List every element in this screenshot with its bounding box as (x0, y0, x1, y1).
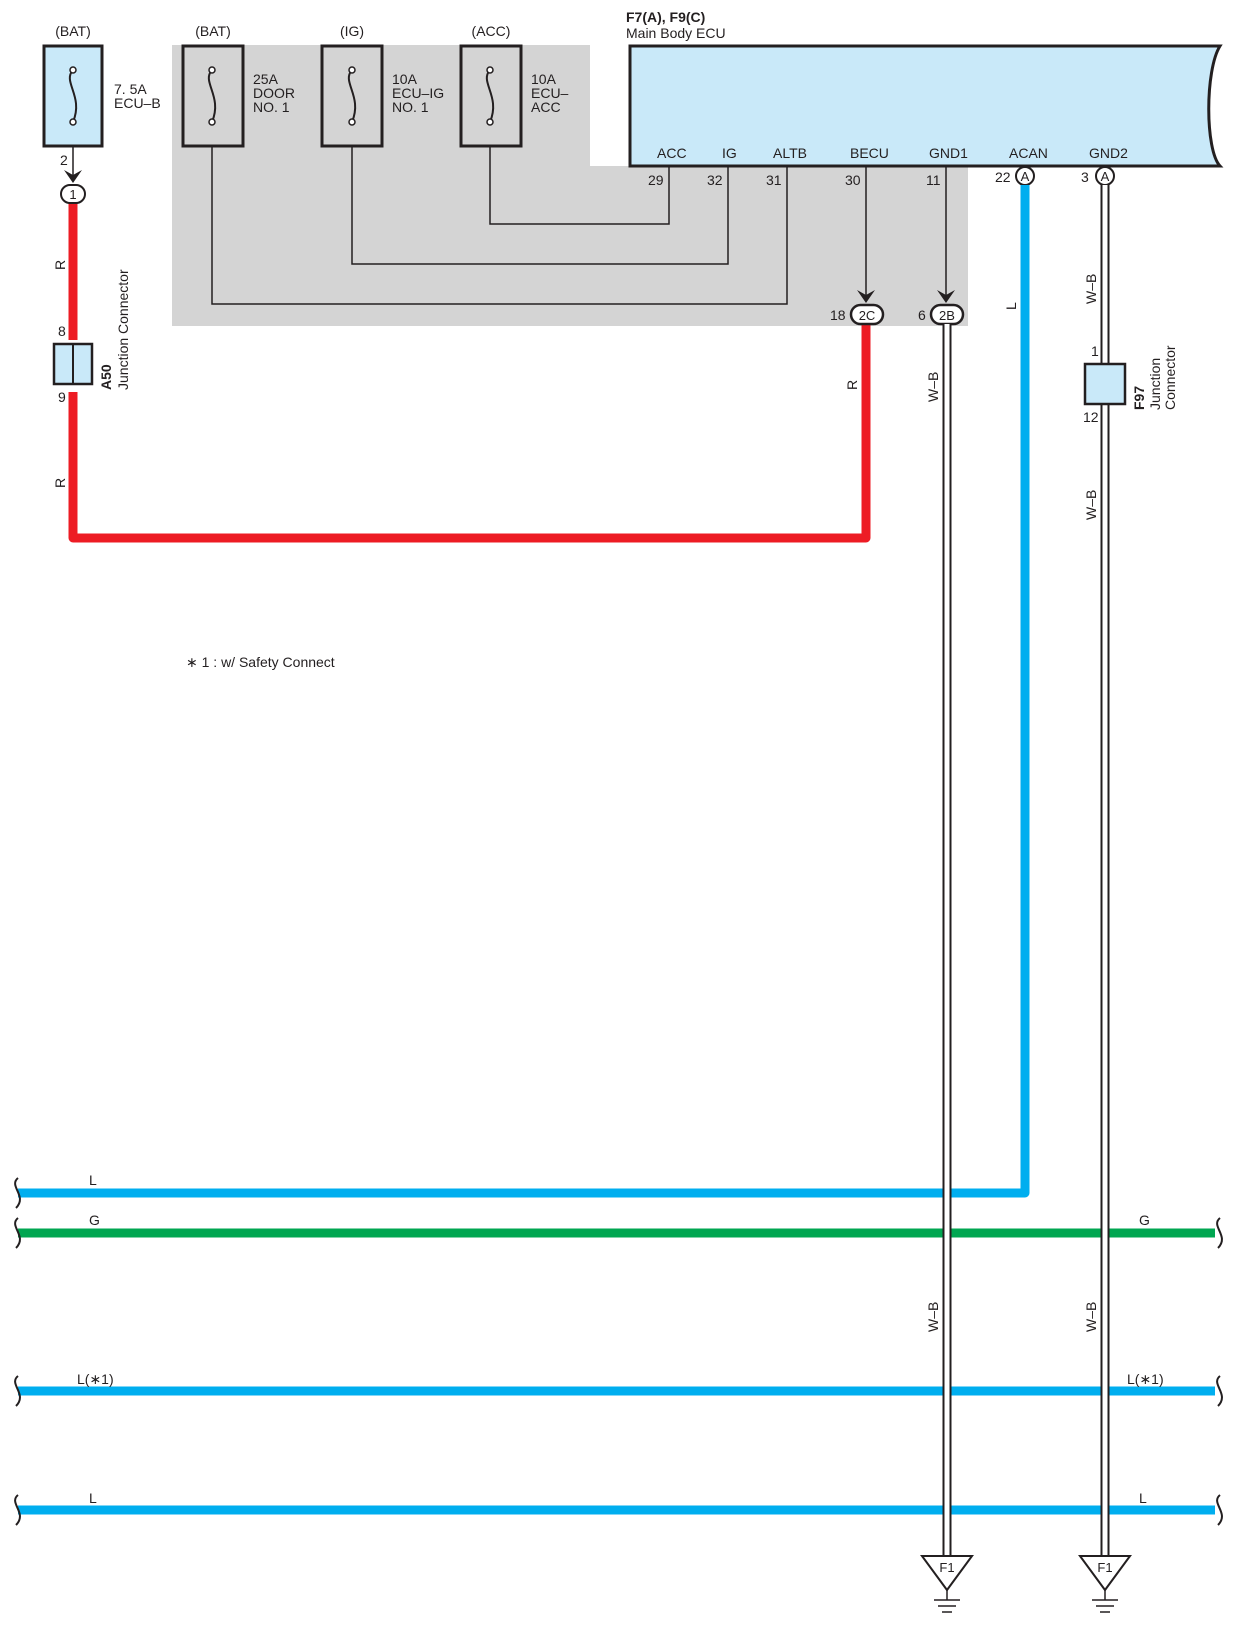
fuse-ecu-acc: (ACC) 10A ECU– ACC (459, 23, 569, 148)
wire-label: L (1139, 1490, 1147, 1506)
ecu-header-code: F7(A), F9(C) (626, 9, 705, 25)
fuse-door-no1: (BAT) 25A DOOR NO. 1 (181, 23, 295, 148)
connector-pin: 18 (830, 307, 846, 323)
footnote: ∗ 1 : w/ Safety Connect (186, 654, 335, 670)
wire-label: W–B (1083, 490, 1099, 520)
ecu-pin-name: ALTB (773, 145, 807, 161)
wire-label: L (89, 1490, 97, 1506)
wire-label: G (1139, 1212, 1150, 1228)
connector-pin: 8 (58, 323, 66, 339)
ground-f1-right: F1 (1078, 1555, 1132, 1613)
ecu-pin-number: 31 (766, 172, 782, 188)
connector-tag-gnd2: A (1101, 169, 1110, 184)
fuse-name: NO. 1 (392, 99, 429, 115)
wire-red-r: R R R (52, 202, 871, 543)
fuse-name: ACC (531, 99, 561, 115)
ecu-pin-name: GND1 (929, 145, 968, 161)
fuse-source: (BAT) (55, 23, 91, 39)
wire-label: R (844, 380, 860, 390)
connector-pin: 9 (58, 389, 66, 405)
ecu-pin-name: GND2 (1089, 145, 1128, 161)
ecu-pin-name: BECU (850, 145, 889, 161)
connector-tag-acan: A (1021, 169, 1030, 184)
ecu-pin-number: 22 (995, 169, 1011, 185)
fuse-rating: 10A (392, 71, 418, 87)
fuse-ecu-b: (BAT) 7. 5A ECU–B 2 (42, 23, 161, 168)
fuse-rating: 10A (531, 71, 557, 87)
junction-connector-a50: 8 9 A50 Junction Connector (52, 269, 131, 405)
fuse-rating: 25A (253, 71, 279, 87)
ground-label: F1 (939, 1560, 954, 1575)
fuse-pin: 2 (60, 152, 68, 168)
ecu-pin-number: 32 (707, 172, 723, 188)
wire-label: G (89, 1212, 100, 1228)
wire-label: L (1003, 302, 1019, 310)
connector-pin: 1 (1091, 343, 1099, 359)
main-body-ecu: F7(A), F9(C) Main Body ECU ACC IG ALTB B… (626, 9, 1224, 188)
ecu-pin-number: 30 (845, 172, 861, 188)
ecu-pin-name: ACAN (1009, 145, 1048, 161)
wire-label: W–B (925, 372, 941, 402)
fuse-name: NO. 1 (253, 99, 290, 115)
fuse-name: DOOR (253, 85, 295, 101)
connector-pin: 6 (918, 307, 926, 323)
connector-name: Junction Connector (115, 269, 131, 390)
fuse-source: (ACC) (472, 23, 511, 39)
connector-pin: 12 (1083, 409, 1099, 425)
bus-lines: L L G G L(∗1) L(∗1) L L (14, 185, 1223, 1526)
wire-label: R (52, 260, 68, 270)
wire-wb-gnd1: W–B W–B (925, 324, 952, 1556)
wire-label: W–B (1083, 274, 1099, 304)
junction-connector-f97: 1 12 F97 Junction Connector (1083, 343, 1178, 425)
wire-wb-gnd2: W–B W–B W–B (1083, 185, 1110, 1556)
wire-label: R (52, 478, 68, 488)
connector-tag: 1 (69, 187, 76, 202)
fuse-name: ECU–IG (392, 85, 444, 101)
wire-label: L(∗1) (77, 1371, 114, 1387)
connector-name: Connector (1162, 345, 1178, 410)
connector-name: Junction (1147, 358, 1163, 410)
wire-label: W–B (1083, 1302, 1099, 1332)
wire-label: L(∗1) (1127, 1371, 1164, 1387)
ecu-pin-name: IG (722, 145, 737, 161)
ecu-pin-number: 11 (926, 172, 941, 188)
connector-1: 1 (60, 184, 86, 204)
connector-code: F97 (1131, 386, 1147, 410)
fuse-rating: 7. 5A (114, 81, 147, 97)
arrowheads (64, 170, 955, 303)
fuse-name: ECU–B (114, 95, 161, 111)
connector-2b: 2B 6 (918, 303, 965, 326)
connector-2c: 2C 18 (830, 303, 885, 326)
connector-tag: 2C (859, 308, 876, 323)
fuse-ecu-ig-no1: (IG) 10A ECU–IG NO. 1 (320, 23, 444, 148)
ecu-pin-number: 29 (648, 172, 664, 188)
fuse-source: (BAT) (195, 23, 231, 39)
connector-tag: 2B (939, 308, 955, 323)
fuse-source: (IG) (340, 23, 364, 39)
wire-label: L (89, 1172, 97, 1188)
wire-label: W–B (925, 1302, 941, 1332)
ground-label: F1 (1097, 1560, 1112, 1575)
ecu-pin-name: ACC (657, 145, 687, 161)
connector-code: A50 (98, 364, 114, 390)
ecu-pin-number: 3 (1081, 169, 1089, 185)
fuse-name: ECU– (531, 85, 569, 101)
ground-f1-left: F1 (920, 1555, 974, 1613)
ecu-header-name: Main Body ECU (626, 25, 726, 41)
